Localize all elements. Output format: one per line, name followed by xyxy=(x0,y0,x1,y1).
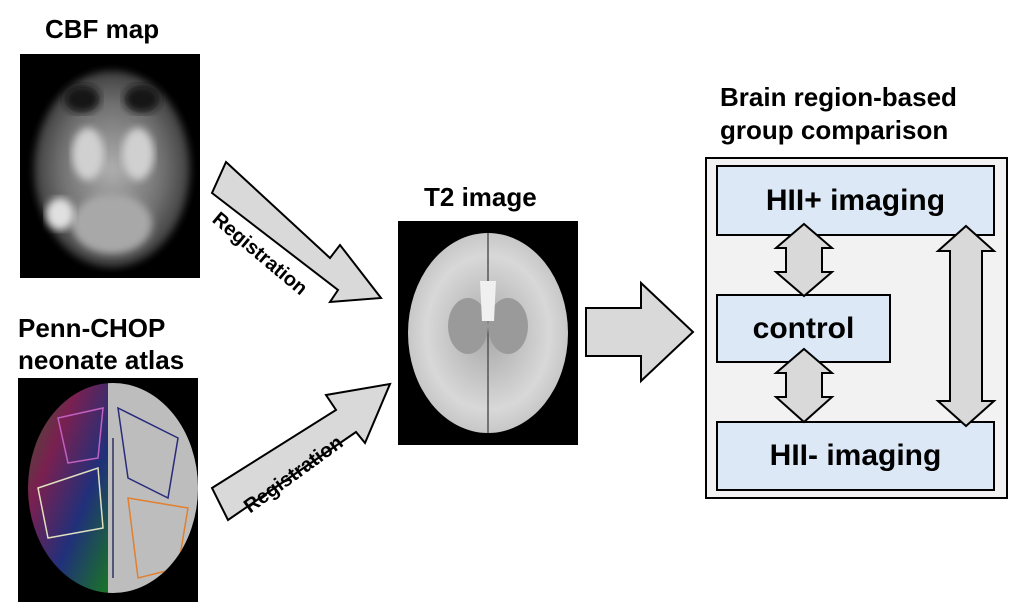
group-box-hii-positive: HII+ imaging xyxy=(716,165,995,236)
atlas-title-line2: neonate atlas xyxy=(18,345,185,375)
atlas-title-line1: Penn-CHOP xyxy=(18,313,166,343)
double-arrow-control-hii-neg xyxy=(773,347,835,424)
double-arrow-hii-pos-hii-neg xyxy=(935,224,997,428)
double-arrow-hii-pos-control xyxy=(773,222,835,298)
cbf-map-image xyxy=(20,54,200,278)
comparison-title-line1: Brain region-based xyxy=(720,82,957,112)
t2-image-title: T2 image xyxy=(424,182,537,212)
registration-arrow-top xyxy=(210,160,383,304)
cbf-map-title: CBF map xyxy=(45,14,160,44)
atlas-image xyxy=(18,378,198,602)
registration-arrow-bottom xyxy=(210,382,392,522)
t2-image xyxy=(398,221,578,445)
comparison-title-line2: group comparison xyxy=(720,115,949,145)
group-box-hii-negative: HII- imaging xyxy=(716,421,995,491)
flow-arrow-right xyxy=(585,280,695,384)
